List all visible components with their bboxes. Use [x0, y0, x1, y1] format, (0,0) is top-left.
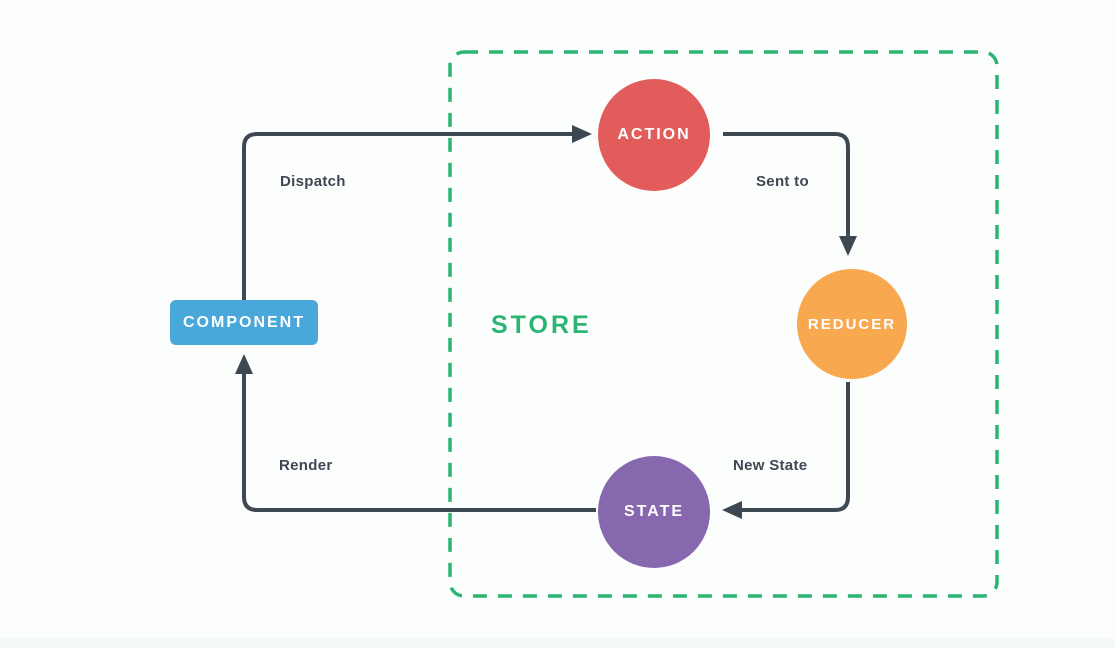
action-node: ACTION	[598, 79, 710, 191]
sent-to-arrow	[723, 132, 857, 256]
component-node: COMPONENT	[170, 300, 318, 345]
reducer-node: REDUCER	[797, 269, 907, 379]
arrowhead-left-icon	[722, 501, 742, 519]
new-state-arrow	[722, 382, 850, 519]
component-node-label: COMPONENT	[183, 313, 305, 331]
store-boundary	[448, 50, 999, 598]
arrowhead-right-icon	[572, 125, 592, 143]
render-edge-label: Render	[279, 457, 333, 474]
sent-to-edge-label: Sent to	[756, 173, 809, 190]
dispatch-edge-label: Dispatch	[280, 173, 346, 190]
state-node-label: STATE	[623, 503, 685, 520]
bottom-edge-artifact	[0, 639, 1115, 648]
action-node-label: ACTION	[617, 126, 691, 143]
reducer-node-label: REDUCER	[807, 315, 897, 333]
dispatch-arrow	[242, 125, 592, 302]
render-arrow	[235, 354, 596, 512]
new-state-edge-label: New State	[733, 457, 808, 474]
store-label: STORE	[491, 311, 592, 339]
arrowhead-up-icon	[235, 354, 253, 374]
state-node: STATE	[598, 456, 710, 568]
arrowhead-down-icon	[839, 236, 857, 256]
